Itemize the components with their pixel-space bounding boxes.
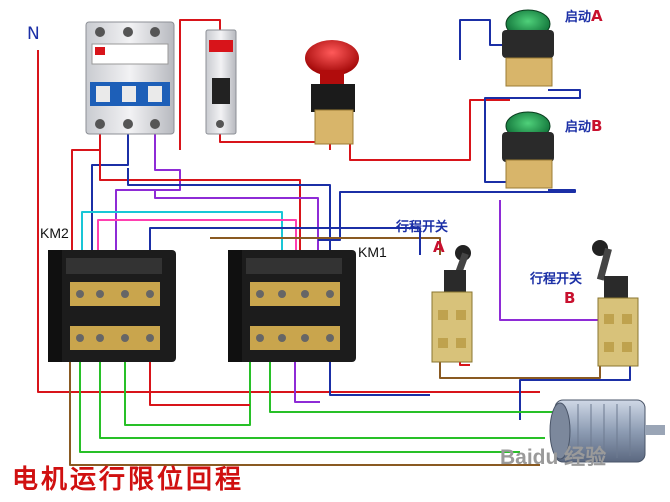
control-loop-a <box>459 19 510 60</box>
motor-wire-5 <box>294 360 320 403</box>
start-b-out <box>318 189 576 241</box>
limit-a-letter: A <box>433 238 445 256</box>
km2-label: KM2 <box>40 225 69 241</box>
km1-label: KM1 <box>358 244 387 260</box>
control-brown <box>210 237 441 255</box>
contactor-km2 <box>48 250 176 362</box>
motor-wire-4 <box>269 360 555 413</box>
phase-link-3 <box>154 190 319 252</box>
start-b-label: 启动B <box>565 117 603 135</box>
contactor-km1 <box>228 250 356 362</box>
neutral-label: N <box>27 24 40 44</box>
motor-wire-2 <box>99 360 545 439</box>
page-title: 电机运行限位回程 <box>12 465 245 495</box>
limit-b-label: 行程开关 <box>530 272 583 287</box>
start-a-letter: A <box>591 7 603 25</box>
control-feed-2 <box>219 130 331 150</box>
phase-wire-l1 <box>71 130 101 252</box>
control-feed <box>179 19 221 150</box>
phase-wire-l2 <box>91 130 129 252</box>
motor-wire-1 <box>79 360 520 453</box>
motor <box>549 399 665 463</box>
start-b-text: 启动 <box>565 120 592 135</box>
cyan-wire <box>81 211 283 252</box>
start-a-out <box>484 89 581 183</box>
motor-wire-3 <box>124 360 251 426</box>
limit-b-feed <box>499 200 610 321</box>
main-breaker <box>85 21 175 135</box>
motor-wire-7 <box>329 360 430 396</box>
start-button-b <box>502 111 554 189</box>
emergency-stop-button <box>305 40 359 145</box>
start-b-letter: B <box>591 117 603 135</box>
km2-control <box>149 227 421 255</box>
limit-b-letter: B <box>564 289 576 307</box>
limit-switch-a <box>431 245 473 363</box>
limit-switch-b <box>592 240 639 367</box>
wiring <box>37 19 631 466</box>
control-breaker <box>205 29 237 135</box>
phase-wire-l3 <box>115 130 181 252</box>
start-button-a <box>502 9 554 87</box>
neutral-wire <box>37 50 540 393</box>
motor-wire-8 <box>69 360 540 466</box>
start-a-text: 启动 <box>565 10 592 25</box>
watermark: Baidu 经验 <box>500 446 607 469</box>
pink-wire <box>97 219 297 252</box>
phase-link-2 <box>127 168 331 252</box>
phase-link-1 <box>99 150 301 252</box>
limit-a-label: 行程开关 <box>396 220 449 235</box>
motor-wire-6 <box>149 360 250 406</box>
stop-to-start-a <box>349 99 510 161</box>
start-a-label: 启动A <box>565 7 603 25</box>
